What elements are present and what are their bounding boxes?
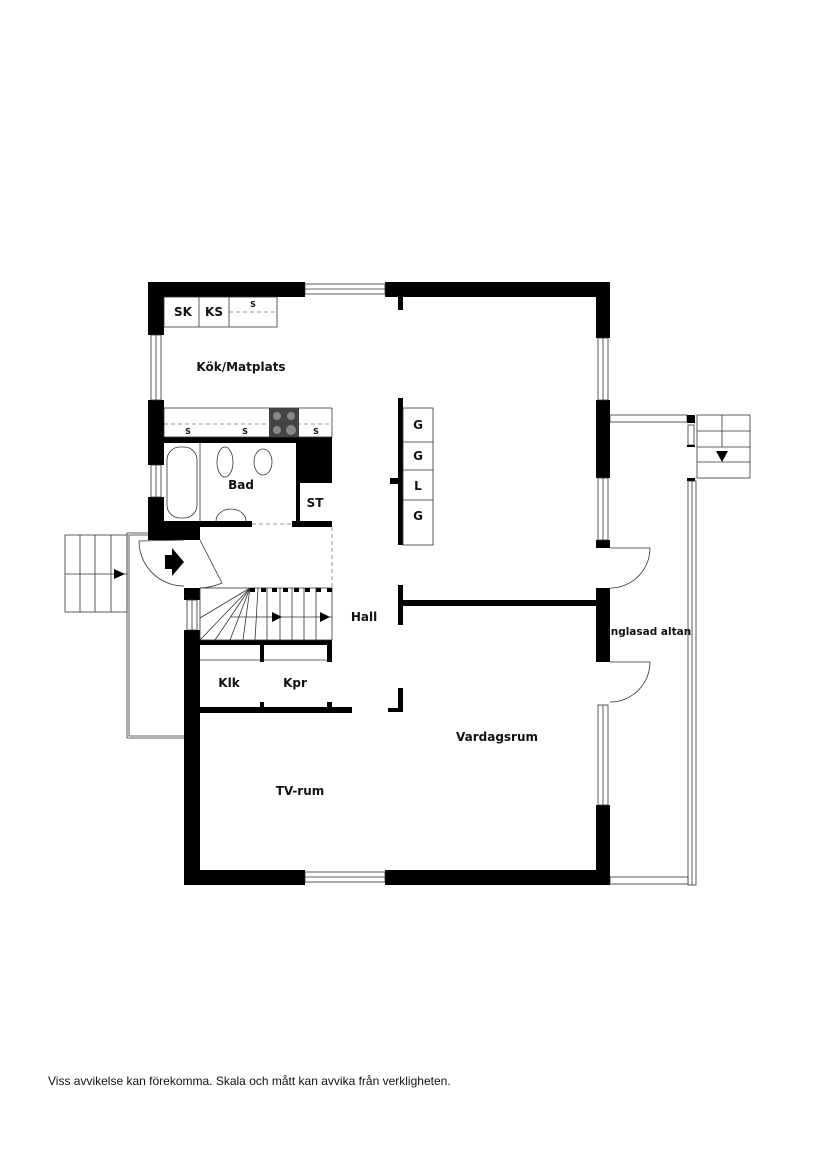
fixture-cabinet: S <box>250 300 256 309</box>
disclaimer: Viss avvikelse kan förekomma. Skala och … <box>48 1074 451 1088</box>
bathtub-icon <box>166 446 198 519</box>
windows <box>150 283 609 883</box>
kitchen-fixtures <box>163 296 434 546</box>
room-label-tv: TV-rum <box>276 784 325 798</box>
fixture-wardrobe: L <box>414 479 422 493</box>
glazed-porch <box>609 414 751 886</box>
walls <box>148 282 610 885</box>
bidet-icon <box>216 446 234 478</box>
doors <box>138 539 651 703</box>
room-label-glazed-porch: Inglasad altan <box>607 626 691 638</box>
fixture-wardrobe: G <box>413 449 423 463</box>
fixture-cabinet: S <box>313 427 319 436</box>
fixture-wardrobe: G <box>413 418 423 432</box>
stair-direction-arrow-icon <box>320 612 330 622</box>
entrance-arrow-icon <box>165 548 184 576</box>
stair-direction-arrow-icon <box>114 569 125 579</box>
interior-stairs <box>199 587 333 661</box>
room-label-closet: Klk <box>218 676 240 690</box>
fixture-freezer: KS <box>205 305 223 319</box>
toilet-icon <box>253 448 273 476</box>
fixture-cabinet: S <box>242 427 248 436</box>
bath-fixtures <box>166 443 333 588</box>
fixture-linen: ST <box>307 496 325 510</box>
room-label-hall: Hall <box>351 610 377 624</box>
room-label-bath: Bad <box>228 478 254 492</box>
room-label-wardrobe: Kpr <box>283 676 307 690</box>
sink-icon <box>215 508 247 522</box>
fixture-wardrobe: G <box>413 509 423 523</box>
fixture-cabinet: S <box>185 427 191 436</box>
stair-direction-arrow-icon <box>272 612 282 622</box>
room-label-living: Vardagsrum <box>456 730 538 744</box>
fixture-fridge: SK <box>174 305 193 319</box>
room-label-kitchen: Kök/Matplats <box>196 360 285 374</box>
stair-direction-arrow-icon <box>716 451 728 462</box>
